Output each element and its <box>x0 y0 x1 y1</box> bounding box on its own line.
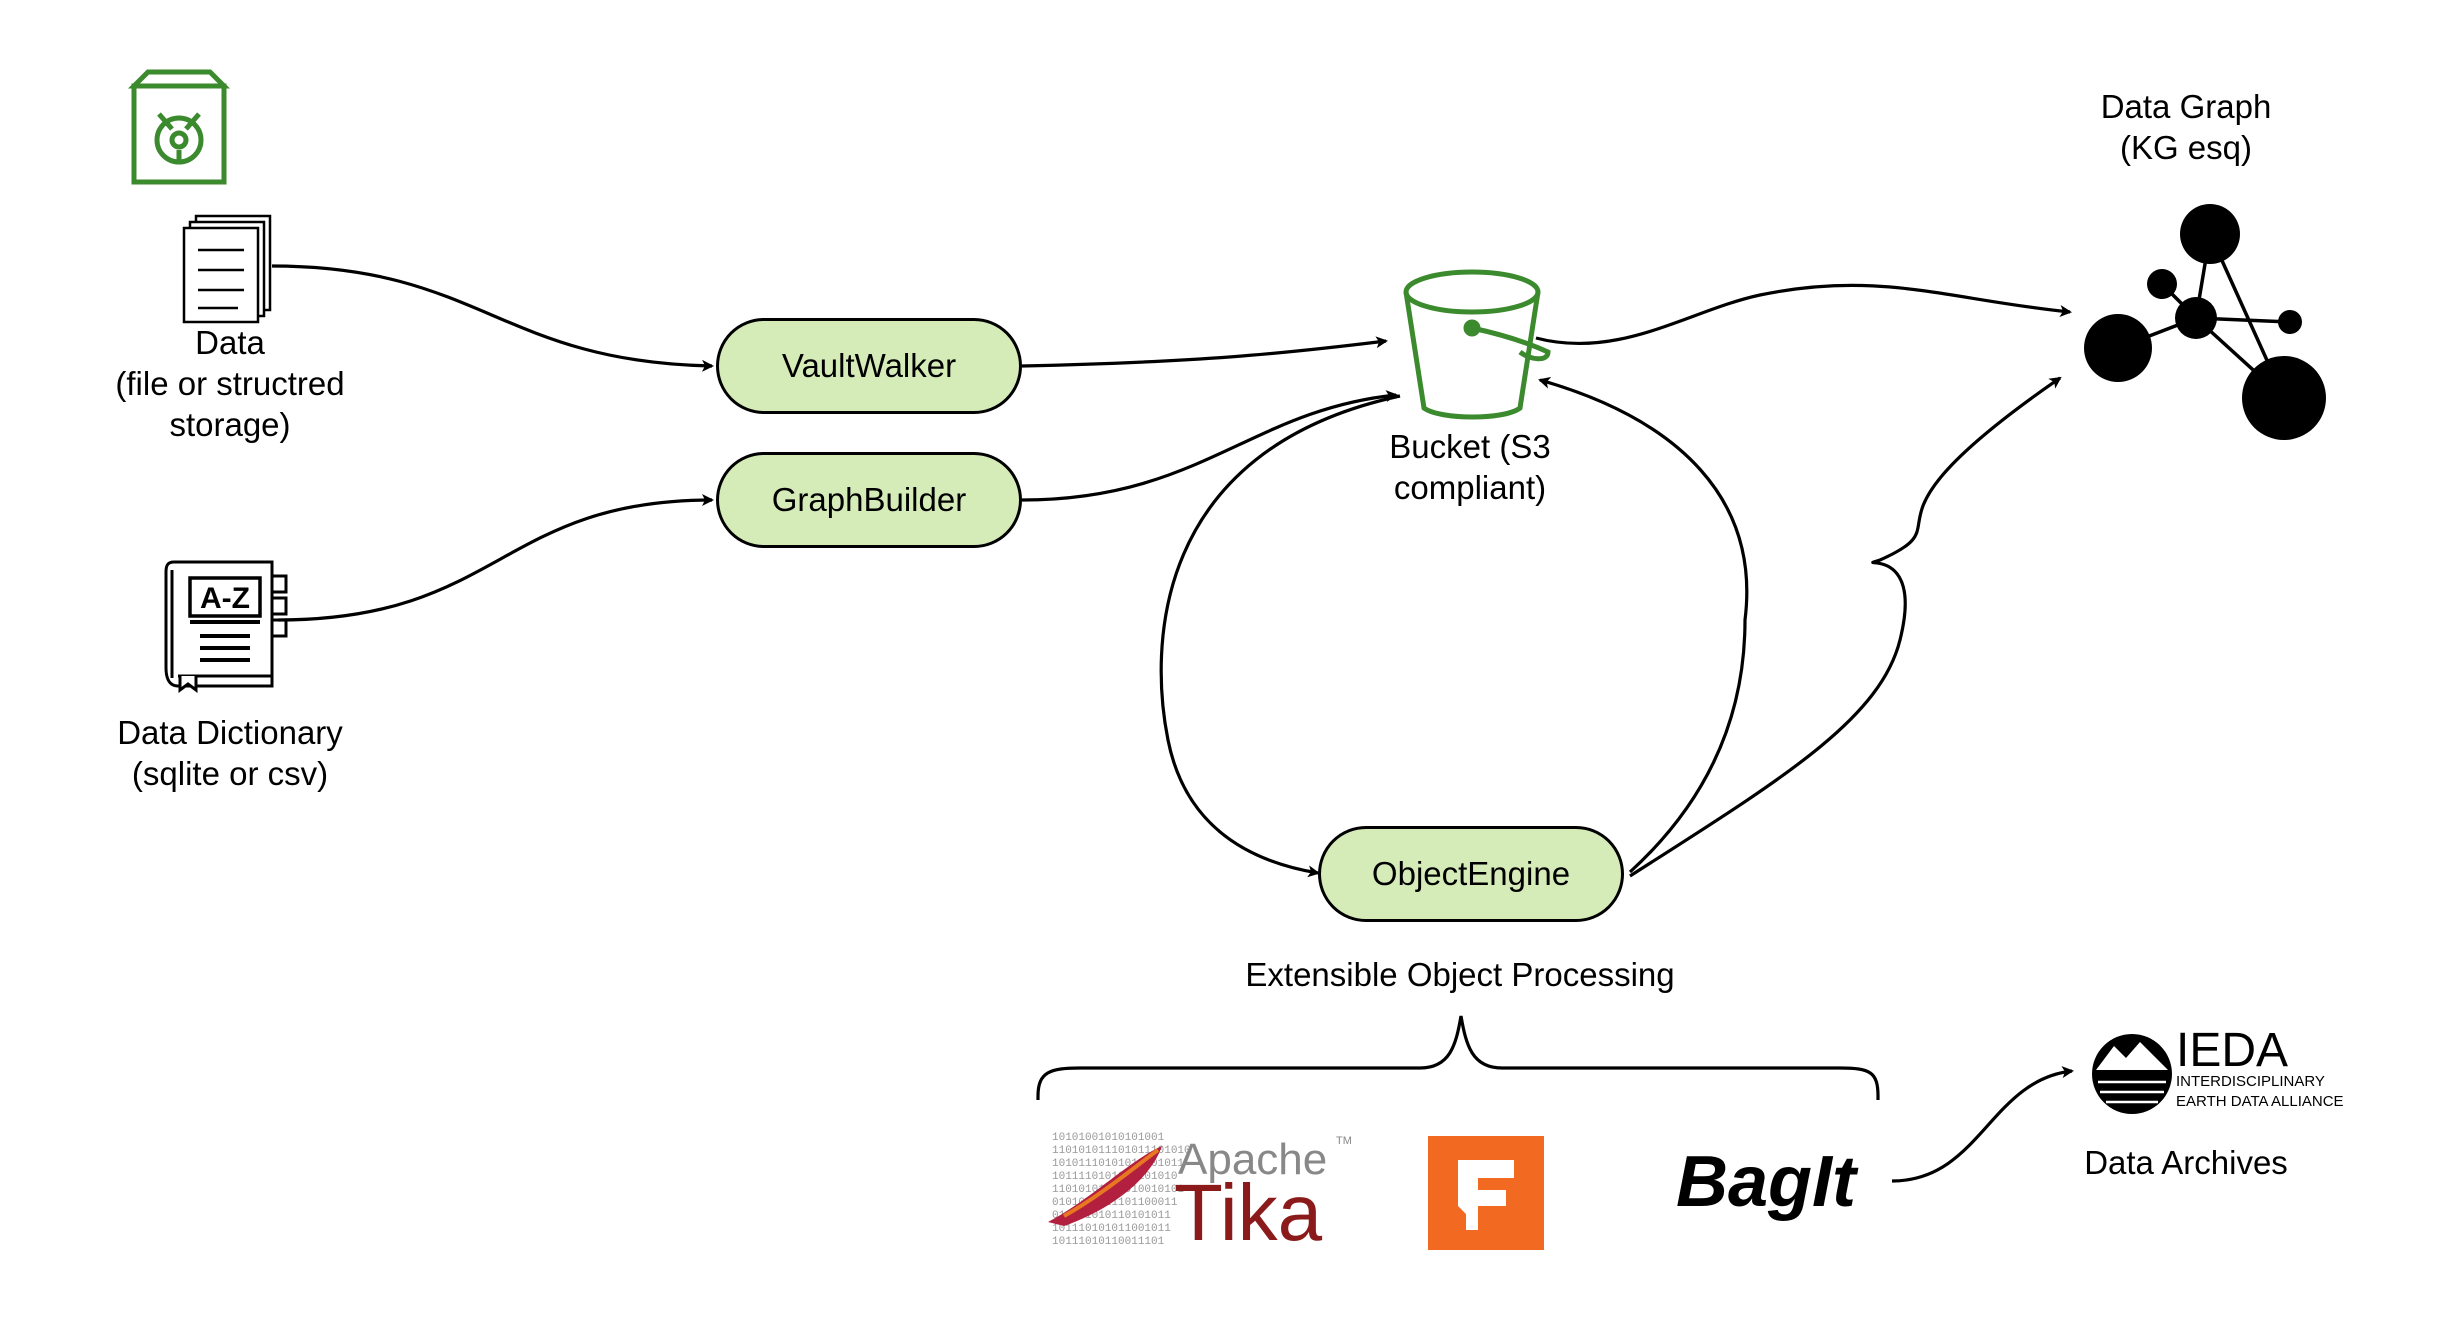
objectengine-node[interactable]: ObjectEngine <box>1318 826 1624 922</box>
tika-name-text: Tika <box>1174 1168 1323 1257</box>
processing-brace <box>1036 1015 1880 1100</box>
data-label: Data (file or structred storage) <box>60 322 400 445</box>
archives-label: Data Archives <box>2084 1144 2288 1181</box>
processing-label: Extensible Object Processing <box>1245 956 1675 993</box>
graphbuilder-node[interactable]: GraphBuilder <box>716 452 1022 548</box>
edge-bagit-archives <box>1891 1066 2074 1183</box>
connectors <box>271 264 2074 1183</box>
data-label-line3: storage) <box>169 406 291 443</box>
package-icon <box>127 69 231 185</box>
dictionary-label-line2: (sqlite or csv) <box>131 755 329 792</box>
tika-binary-row: 110101011101011101010 <box>1052 1145 1191 1157</box>
edge-vaultwalker-bucket <box>1021 336 1388 368</box>
ieda-logo: IEDA INTERDISCIPLINARY EARTH DATA ALLIAN… <box>2092 1024 2344 1114</box>
tika-binary-row: 10101001010101001 <box>1052 1132 1165 1144</box>
graph-label: Data Graph (KG esq) <box>2036 86 2336 168</box>
documents-icon <box>182 214 272 324</box>
graph-network-icon <box>2084 204 2326 440</box>
bucket-label-line1: Bucket (S3 <box>1389 428 1551 465</box>
tika-binary-row: 10101110101010101011 <box>1052 1158 1184 1170</box>
dictionary-az-text: A-Z <box>200 582 250 615</box>
edge-dictionary-graphbuilder <box>277 494 714 622</box>
bucket-label: Bucket (S3 compliant) <box>1320 426 1620 508</box>
f-glyph-icon <box>1458 1160 1514 1230</box>
tika-logo: 1010100101010100111010101110101110101010… <box>1048 1132 1352 1257</box>
dictionary-label: Data Dictionary (sqlite or csv) <box>60 712 400 794</box>
graph-label-line2: (KG esq) <box>2119 129 2253 166</box>
dictionary-label-line1: Data Dictionary <box>117 714 343 751</box>
f-logo <box>1428 1136 1544 1250</box>
edge-data-vaultwalker <box>271 264 714 372</box>
edge-bucket-graph <box>1535 283 2072 346</box>
edge-bucket-objectengine <box>1159 394 1401 878</box>
ieda-sub2: EARTH DATA ALLIANCE <box>2176 1093 2344 1110</box>
edge-objectengine-bucket <box>1538 376 1749 874</box>
edge-graphbuilder-bucket <box>1021 390 1398 502</box>
data-label-line1: Data <box>195 324 265 361</box>
ieda-name-text: IEDA <box>2176 1024 2288 1077</box>
tika-apache-text: Apache <box>1178 1135 1327 1184</box>
bagit-logo: BagIt <box>1676 1142 1859 1222</box>
graph-label-line1: Data Graph <box>2100 88 2272 125</box>
dictionary-book-icon <box>164 560 288 693</box>
tika-tm: TM <box>1336 1135 1352 1147</box>
tika-binary-row: 10111010110011101 <box>1052 1236 1165 1248</box>
bucket-icon <box>1403 269 1551 420</box>
vaultwalker-node[interactable]: VaultWalker <box>716 318 1022 414</box>
tika-binary-row: 101110101011001011 <box>1052 1223 1171 1235</box>
bucket-label-line2: compliant) <box>1393 469 1547 506</box>
ieda-sub1: INTERDISCIPLINARY <box>2176 1073 2325 1090</box>
data-label-line2: (file or structred <box>115 365 345 402</box>
edge-objectengine-graph <box>1629 376 2062 878</box>
